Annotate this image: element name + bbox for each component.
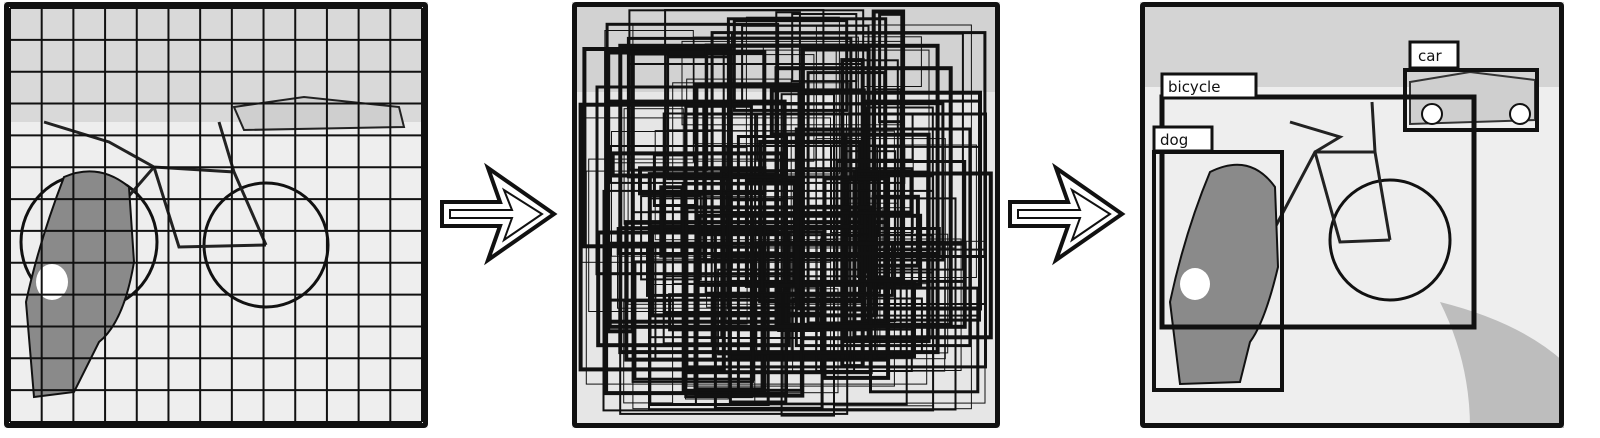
candidate-boxes-panel [572, 2, 1000, 428]
candidate-boxes-image [572, 2, 1000, 428]
right-arrow-icon [1006, 160, 1126, 270]
car-label: car [1418, 47, 1442, 65]
grid-panel [4, 2, 428, 428]
right-arrow-icon [438, 160, 558, 270]
grid-image [4, 2, 428, 428]
detections-image: bicycle car dog [1140, 2, 1564, 428]
dog-label: dog [1160, 131, 1188, 149]
bicycle-label: bicycle [1168, 78, 1220, 96]
detections-panel: bicycle car dog [1140, 2, 1564, 428]
